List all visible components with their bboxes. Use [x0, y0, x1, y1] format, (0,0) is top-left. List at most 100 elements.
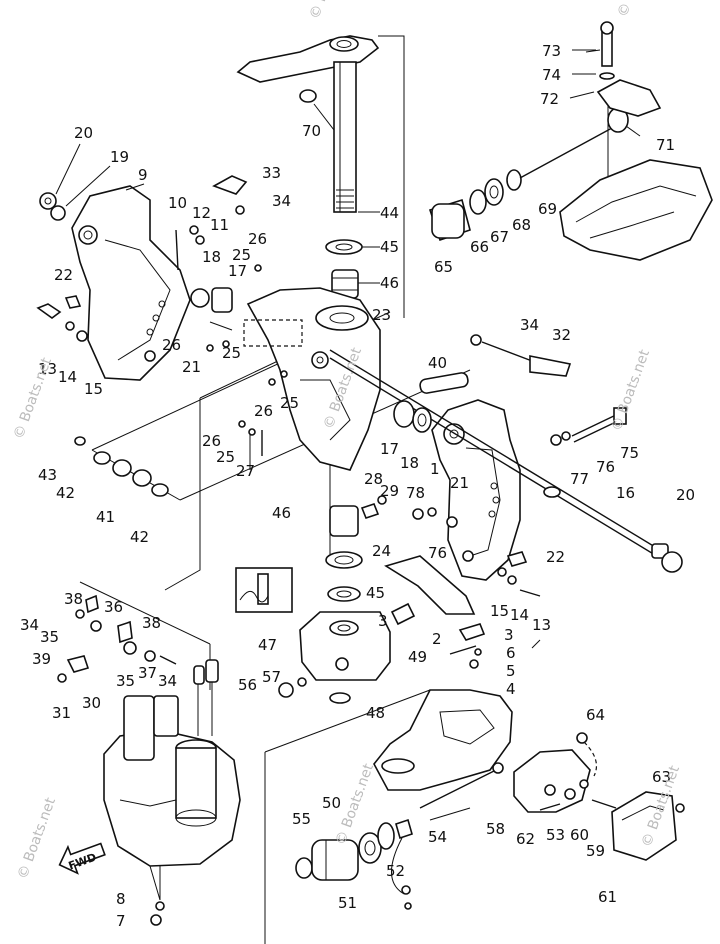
callout-42: 42 — [130, 528, 149, 546]
callout-32: 32 — [552, 326, 571, 344]
callout-49: 49 — [408, 648, 427, 666]
callout-73: 73 — [542, 42, 561, 60]
callout-39: 39 — [32, 650, 51, 668]
callout-22: 22 — [546, 548, 565, 566]
callout-25: 25 — [222, 344, 241, 362]
callout-3: 3 — [504, 626, 514, 644]
callout-54: 54 — [428, 828, 447, 846]
callout-62: 62 — [516, 830, 535, 848]
callout-76: 76 — [596, 458, 615, 476]
callout-55: 55 — [292, 810, 311, 828]
callout-13: 13 — [532, 616, 551, 634]
callout-24: 24 — [372, 542, 391, 560]
callout-29: 29 — [380, 482, 399, 500]
callout-30: 30 — [82, 694, 101, 712]
callout-6: 6 — [506, 644, 516, 662]
callout-14: 14 — [58, 368, 77, 386]
callout-18: 18 — [202, 248, 221, 266]
callout-2: 2 — [432, 630, 442, 648]
part-number-callouts: 1 2 3 3 4 5 6 7 8 9 10 11 12 13 13 14 14… — [20, 42, 695, 930]
callout-16: 16 — [616, 484, 635, 502]
callout-43: 43 — [38, 466, 57, 484]
callout-66: 66 — [470, 238, 489, 256]
callout-12: 12 — [192, 204, 211, 222]
callout-31: 31 — [52, 704, 71, 722]
callout-25: 25 — [280, 394, 299, 412]
callout-7: 7 — [116, 912, 126, 930]
callout-22: 22 — [54, 266, 73, 284]
callout-46: 46 — [380, 274, 399, 292]
callout-63: 63 — [652, 768, 671, 786]
callout-34: 34 — [158, 672, 177, 690]
callout-9: 9 — [138, 166, 148, 184]
part-drawings — [36, 21, 713, 926]
callout-13: 13 — [38, 360, 57, 378]
callout-27: 27 — [236, 462, 255, 480]
callout-17: 17 — [228, 262, 247, 280]
callout-25: 25 — [232, 246, 251, 264]
callout-59: 59 — [586, 842, 605, 860]
callout-51: 51 — [338, 894, 357, 912]
callout-35: 35 — [40, 628, 59, 646]
callout-14: 14 — [510, 606, 529, 624]
callout-21: 21 — [182, 358, 201, 376]
callout-25: 25 — [216, 448, 235, 466]
callout-1: 1 — [430, 460, 440, 478]
callout-19: 19 — [110, 148, 129, 166]
callout-56: 56 — [238, 676, 257, 694]
callout-70: 70 — [302, 122, 321, 140]
callout-77: 77 — [570, 470, 589, 488]
callout-26: 26 — [248, 230, 267, 248]
callout-11: 11 — [210, 216, 229, 234]
callout-41: 41 — [96, 508, 115, 526]
callout-68: 68 — [512, 216, 531, 234]
callout-78: 78 — [406, 484, 425, 502]
callout-37: 37 — [138, 664, 157, 682]
callout-69: 69 — [538, 200, 557, 218]
watermark-text: © Boats.net — [609, 347, 653, 433]
callout-60: 60 — [570, 826, 589, 844]
callout-35: 35 — [116, 672, 135, 690]
callout-26: 26 — [162, 336, 181, 354]
callout-42: 42 — [56, 484, 75, 502]
callout-40: 40 — [428, 354, 447, 372]
callout-44: 44 — [380, 204, 399, 222]
callout-15: 15 — [490, 602, 509, 620]
callout-65: 65 — [434, 258, 453, 276]
watermark-text: © Boats.net — [615, 0, 659, 19]
callout-18: 18 — [400, 454, 419, 472]
callout-21: 21 — [450, 474, 469, 492]
callout-38: 38 — [64, 590, 83, 608]
callout-76: 76 — [428, 544, 447, 562]
callout-67: 67 — [490, 228, 509, 246]
callout-10: 10 — [168, 194, 187, 212]
callout-46: 46 — [272, 504, 291, 522]
callout-53: 53 — [546, 826, 565, 844]
callout-72: 72 — [540, 90, 559, 108]
callout-26: 26 — [202, 432, 221, 450]
callout-45: 45 — [380, 238, 399, 256]
watermark-text: © Boats.net — [307, 0, 351, 21]
callout-3: 3 — [378, 612, 388, 630]
callout-48: 48 — [366, 704, 385, 722]
callout-38: 38 — [142, 614, 161, 632]
callout-20: 20 — [74, 124, 93, 142]
callout-57: 57 — [262, 668, 281, 686]
callout-74: 74 — [542, 66, 561, 84]
callout-47: 47 — [258, 636, 277, 654]
callout-20: 20 — [676, 486, 695, 504]
callout-5: 5 — [506, 662, 516, 680]
callout-28: 28 — [364, 470, 383, 488]
watermark-text: © Boats.net — [11, 355, 55, 441]
callout-leaders — [55, 49, 641, 649]
callout-34: 34 — [520, 316, 539, 334]
callout-17: 17 — [380, 440, 399, 458]
callout-34: 34 — [272, 192, 291, 210]
callout-50: 50 — [322, 794, 341, 812]
callout-71: 71 — [656, 136, 675, 154]
callout-61: 61 — [598, 888, 617, 906]
callout-4: 4 — [506, 680, 516, 698]
callout-23: 23 — [372, 306, 391, 324]
